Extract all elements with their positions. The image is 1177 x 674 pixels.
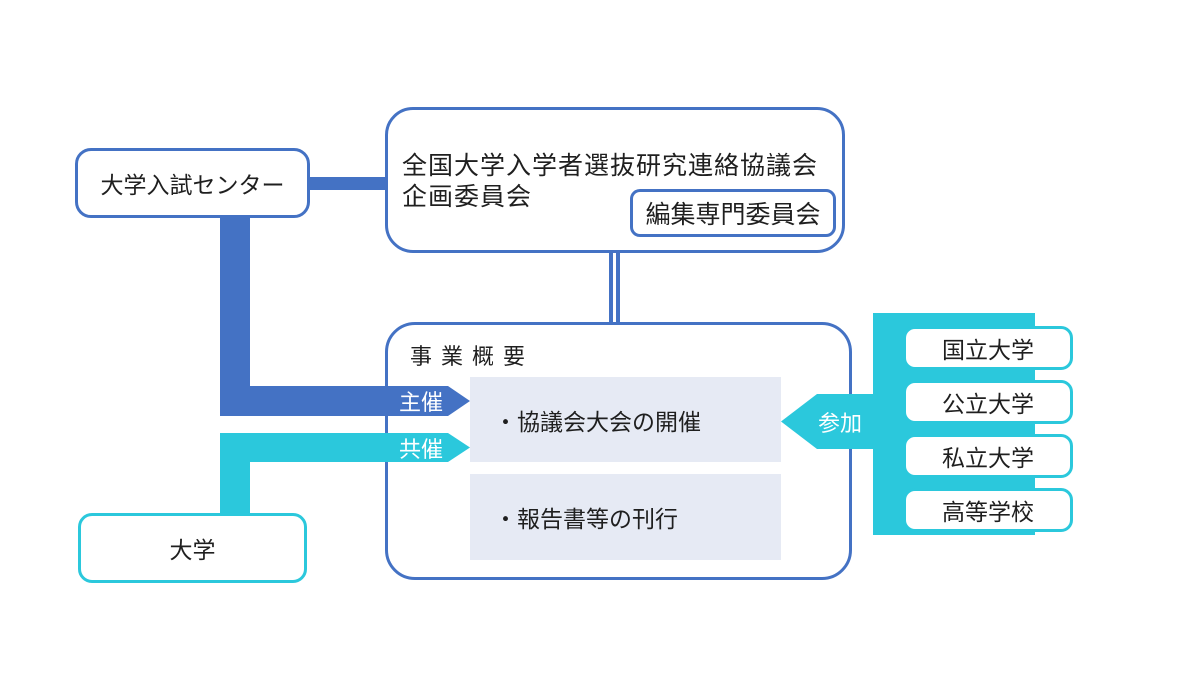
connector-center-to-council xyxy=(308,177,387,190)
overview-item-report-label: ・報告書等の刊行 xyxy=(494,507,678,533)
participate-arrow-label: 参加 xyxy=(818,411,863,437)
box-editorial-committee: 編集専門委員会 xyxy=(630,189,836,237)
business-overview-title: 事業概要 xyxy=(410,345,535,370)
participant-box-national-university: 国立大学 xyxy=(903,326,1073,370)
overview-item-convention-label: ・協議会大会の開催 xyxy=(494,409,701,436)
overview-item-convention: ・協議会大会の開催 xyxy=(470,377,781,462)
connector-blue-vertical xyxy=(220,215,250,416)
box-university: 大学 xyxy=(78,513,307,583)
participant-box-public-university: 公立大学 xyxy=(903,380,1073,424)
connector-double-line-left xyxy=(609,253,613,322)
editorial-committee-label: 編集専門委員会 xyxy=(645,200,821,229)
cohost-arrow-label: 共催 xyxy=(398,437,443,463)
participant-highschool-label: 高等学校 xyxy=(942,500,1034,526)
participant-box-high-school: 高等学校 xyxy=(903,488,1073,532)
box-exam-center: 大学入試センター xyxy=(75,148,310,218)
connector-double-line-right xyxy=(616,253,620,322)
participant-national-label: 国立大学 xyxy=(942,338,1034,364)
university-label: 大学 xyxy=(169,538,216,564)
overview-item-report: ・報告書等の刊行 xyxy=(470,474,781,560)
host-arrow-label: 主催 xyxy=(398,391,443,416)
participant-private-label: 私立大学 xyxy=(942,446,1034,472)
cohost-arrow: 共催 xyxy=(220,433,470,462)
host-arrow: 主催 xyxy=(220,386,470,416)
participant-public-label: 公立大学 xyxy=(942,392,1034,418)
council-line1: 全国大学入学者選抜研究連絡協議会 xyxy=(402,151,819,180)
council-line2: 企画委員会 xyxy=(402,182,533,211)
participant-box-private-university: 私立大学 xyxy=(903,434,1073,478)
exam-center-label: 大学入試センター xyxy=(100,173,285,199)
